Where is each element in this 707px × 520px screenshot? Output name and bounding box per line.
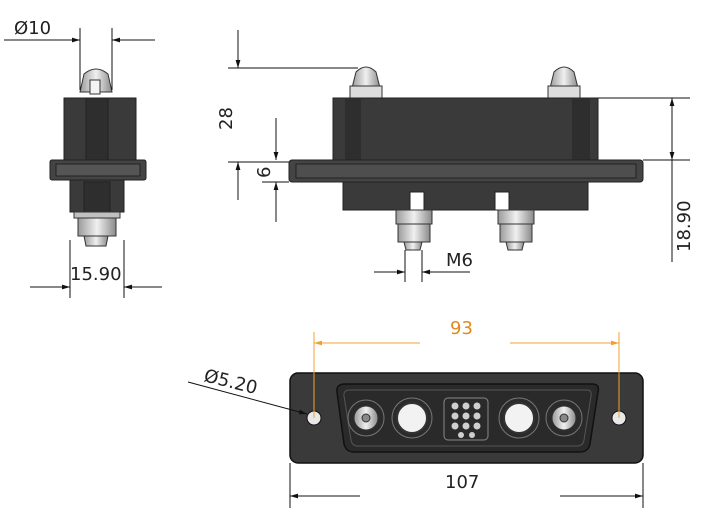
top-left-diameter-label: Ø10 <box>14 18 51 39</box>
flange-thickness-label: 6 <box>254 167 275 178</box>
dim-overall-width: 107 <box>289 463 644 508</box>
dim-left-width: 15.90 <box>30 240 162 298</box>
dim-hole-spacing: 93 <box>313 318 620 418</box>
dim-front-height: 28 <box>216 30 358 200</box>
side-view <box>49 68 147 247</box>
front-view <box>288 66 644 251</box>
dim-right-height: 18.90 <box>598 97 695 262</box>
front-height-label: 28 <box>216 107 237 130</box>
left-width-label: 15.90 <box>70 264 122 285</box>
face-view <box>289 372 644 464</box>
right-height-label: 18.90 <box>674 200 695 252</box>
thread-label: M6 <box>446 250 473 271</box>
dim-hole-diameter: Ø5.20 <box>187 365 308 415</box>
dim-top-left-diameter: Ø10 <box>4 18 155 90</box>
overall-width-label: 107 <box>445 472 479 493</box>
dim-thread: M6 <box>374 250 473 282</box>
hole-spacing-label: 93 <box>450 318 473 339</box>
dim-flange-thickness: 6 <box>254 118 289 222</box>
